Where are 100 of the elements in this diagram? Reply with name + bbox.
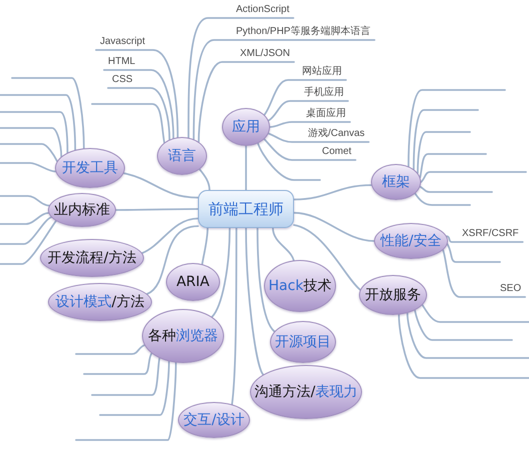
topic-ellipse	[55, 148, 125, 188]
branch-label: 游戏/Canvas	[308, 128, 365, 140]
branch-line	[0, 216, 52, 245]
branch-line	[211, 227, 231, 318]
branch-line	[398, 314, 529, 379]
branch-line	[122, 172, 199, 198]
branch-line	[188, 17, 294, 138]
branch-line	[269, 121, 351, 128]
branch-label: Javascript	[100, 36, 146, 48]
branch-line	[91, 103, 166, 144]
branch-line	[91, 357, 160, 396]
branch-label: 桌面应用	[306, 108, 346, 120]
branch-label: HTML	[108, 56, 136, 68]
branch-line	[0, 94, 76, 151]
branch-line	[198, 168, 210, 191]
branch-line	[446, 243, 501, 263]
topic-ellipse	[222, 108, 270, 146]
topic-ellipse	[371, 164, 421, 200]
topic-ellipse	[250, 365, 362, 419]
branch-line	[268, 132, 370, 143]
topic-label: 语言	[168, 148, 196, 164]
branch-line	[264, 138, 356, 161]
branch-line	[0, 143, 58, 162]
branch-line	[95, 49, 179, 138]
branch-line	[245, 227, 264, 376]
branch-line	[256, 227, 276, 332]
topic-label: 交互/设计	[184, 412, 244, 428]
topic-ellipse	[48, 283, 152, 321]
topic-label: 开放服务	[365, 287, 421, 303]
branch-line	[0, 127, 62, 158]
branch-line	[75, 344, 146, 355]
central-topic-label: 前端工程师	[208, 200, 284, 218]
branch-line	[293, 212, 375, 242]
topic-label: 业内标准	[54, 202, 110, 218]
topic-ellipse	[40, 239, 144, 277]
branch-line	[198, 61, 295, 143]
branch-line	[83, 352, 152, 375]
branch-line	[103, 69, 174, 139]
branch-line	[414, 309, 513, 341]
topic-label: 性能/安全	[380, 233, 442, 249]
topic-ellipse	[270, 321, 336, 363]
topic-label: 沟通方法/表现力	[254, 384, 358, 400]
topic-ellipse	[48, 193, 116, 227]
branch-line	[0, 162, 56, 172]
branch-line	[0, 220, 57, 265]
branch-line	[141, 218, 199, 254]
branch-line	[293, 224, 362, 291]
branch-line	[257, 142, 321, 181]
topic-ellipse	[166, 263, 220, 301]
topic-label: 框架	[382, 174, 410, 190]
branch-line	[422, 304, 529, 323]
branch-line	[264, 79, 347, 116]
topic-ellipse	[157, 137, 207, 175]
branch-line	[414, 192, 471, 206]
branch-line	[419, 186, 493, 193]
topic-label: ARIA	[176, 274, 210, 290]
branch-label: XSRF/CSRF	[462, 228, 519, 240]
branch-line	[11, 77, 85, 150]
topic-label: 各种浏览器	[148, 328, 218, 344]
branch-label: 网站应用	[302, 66, 342, 78]
branch-line	[408, 89, 506, 168]
branch-line	[75, 362, 177, 441]
topic-label: 开发流程/方法	[48, 250, 136, 266]
branch-line	[115, 208, 199, 211]
branch-label: XML/JSON	[240, 48, 290, 60]
central-topic-box	[198, 190, 294, 228]
topic-label: Hack技术	[268, 278, 332, 294]
branch-line	[231, 227, 238, 406]
branch-line	[245, 145, 247, 191]
branch-label: SEO	[500, 283, 522, 295]
branch-line	[107, 87, 170, 140]
topic-label: 设计模式/方法	[56, 294, 144, 310]
branch-line	[268, 100, 349, 122]
branch-line	[99, 360, 170, 416]
topic-ellipse	[142, 309, 224, 363]
topic-label: 应用	[232, 119, 260, 135]
branch-line	[406, 312, 529, 359]
topic-ellipse	[359, 275, 427, 315]
branch-label: ActionScript	[236, 4, 290, 16]
branch-line	[0, 212, 50, 225]
topic-ellipse	[264, 260, 336, 312]
branch-line	[0, 111, 68, 154]
branch-line	[446, 235, 524, 243]
branch-line	[272, 227, 295, 262]
topic-ellipse	[178, 402, 250, 438]
branch-label: CSS	[112, 74, 133, 86]
branch-line	[146, 225, 199, 295]
branch-line	[412, 109, 479, 170]
branch-line	[201, 227, 208, 265]
branch-label: Comet	[322, 146, 352, 158]
topic-label: 开发工具	[62, 160, 118, 176]
branch-line	[192, 39, 376, 140]
branch-line	[416, 131, 471, 174]
topic-ellipse	[374, 223, 448, 259]
topic-label: 开源项目	[275, 334, 331, 350]
branch-line	[442, 249, 526, 298]
branch-label: 手机应用	[304, 87, 344, 99]
branch-line	[0, 195, 50, 206]
branch-line	[420, 171, 527, 183]
branch-line	[293, 184, 372, 200]
